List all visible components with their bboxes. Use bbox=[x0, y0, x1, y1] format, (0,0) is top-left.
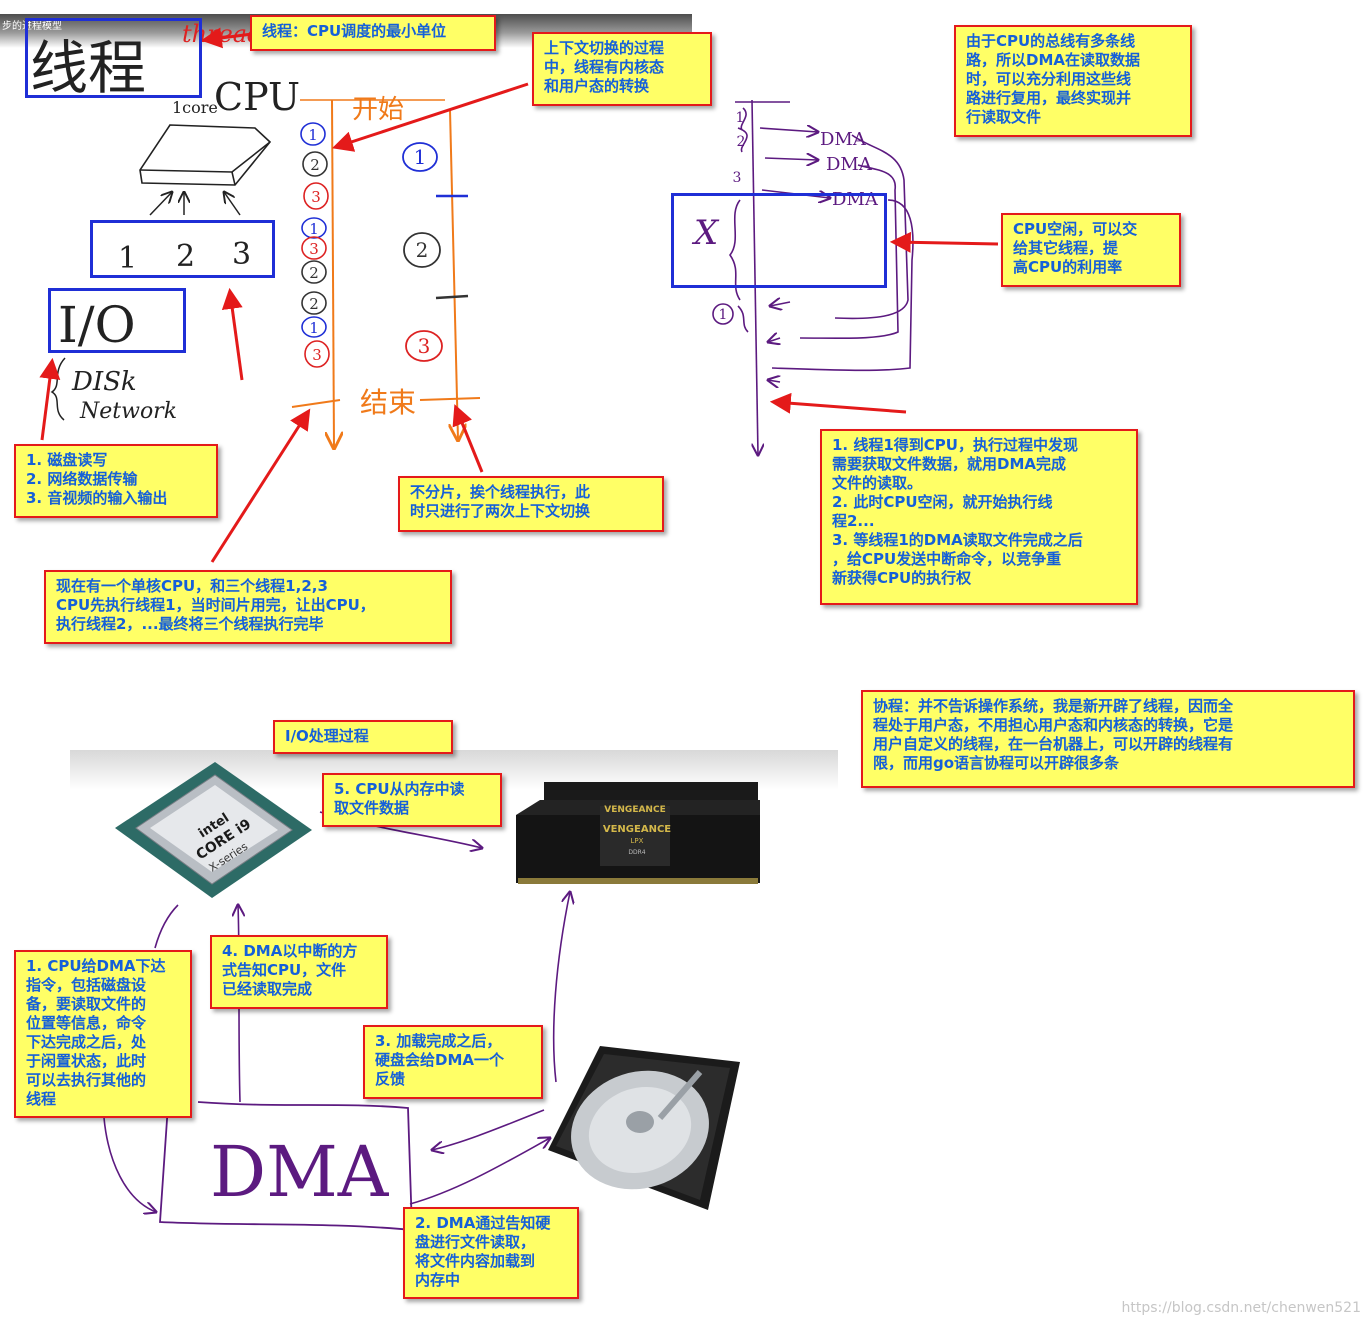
cpu-chip-image: intel CORE i9 X-series bbox=[115, 762, 312, 898]
io-brace bbox=[50, 357, 66, 421]
highlight-io bbox=[48, 288, 186, 353]
note-bus-dma: 由于CPU的总线有多条线 路，所以DMA在读取数据 时，可以充分利用这些线 路进… bbox=[954, 25, 1192, 137]
note-step5: 5. CPU从内存中读 取文件数据 bbox=[322, 773, 502, 827]
hard-disk-image bbox=[548, 1046, 740, 1210]
timeline-unsliced bbox=[450, 109, 458, 440]
slice-1b: 1 bbox=[309, 220, 319, 238]
arrow-thread1-to-cpu bbox=[149, 192, 172, 216]
slice-marks: 1 2 3 1 3 2 2 1 3 bbox=[300, 122, 330, 368]
hand-thread-2: 2 bbox=[176, 239, 195, 274]
hand-network: Network bbox=[79, 399, 177, 424]
hand-dma-1: DMA bbox=[820, 129, 867, 150]
hand-x: X bbox=[691, 213, 720, 253]
slice-1a: 1 bbox=[308, 126, 318, 144]
highlight-thread-word bbox=[25, 18, 202, 98]
end-line bbox=[291, 397, 481, 408]
note-step2: 2. DMA通过告知硬 盘进行文件读取， 将文件内容加载到 内存中 bbox=[403, 1207, 579, 1299]
hand-dma-thread-3: 3 bbox=[733, 170, 742, 186]
note-thread-definition: 线程：CPU调度的最小单位 bbox=[250, 15, 496, 51]
red-arrows bbox=[39, 27, 999, 563]
ram-model: LPX bbox=[631, 837, 644, 845]
note-cpu-idle: CPU空闲，可以交 给其它线程，提 高CPU的利用率 bbox=[1001, 213, 1181, 287]
ram-type: DDR4 bbox=[628, 849, 645, 856]
unsliced-3: 3 bbox=[418, 334, 431, 358]
hand-end: 结束 bbox=[360, 386, 416, 419]
ram-stick-image: VENGEANCE VENGEANCE LPX DDR4 bbox=[516, 782, 760, 884]
flow-arrows bbox=[103, 811, 570, 1212]
note-io-title: I/O处理过程 bbox=[273, 720, 453, 754]
note-dma-flow: 1. 线程1得到CPU，执行过程中发现 需要获取文件数据，就用DMA完成 文件的… bbox=[820, 429, 1138, 605]
slice-2a: 2 bbox=[310, 156, 320, 174]
watermark: https://blog.csdn.net/chenwen521 bbox=[1121, 1300, 1361, 1316]
note-single-core: 现在有一个单核CPU，和三个线程1,2,3 CPU先执行线程1，当时间片用完，让… bbox=[44, 570, 452, 644]
slice-3b: 3 bbox=[309, 240, 319, 258]
hand-thread-word: 线程 bbox=[30, 34, 146, 102]
hand-dma-thread-1: 1 bbox=[736, 110, 745, 126]
hand-dma-thread-2: 2 bbox=[737, 134, 746, 150]
note-step4: 4. DMA以中断的方 式告知CPU，文件 已经读取完成 bbox=[210, 935, 388, 1009]
slice-2c: 2 bbox=[309, 295, 319, 313]
hand-io: I/O bbox=[58, 296, 136, 354]
note-coroutine: 协程：并不告诉操作系统，我是新开辟了线程，因而全 程处于用户态，不用担心用户态和… bbox=[861, 690, 1355, 788]
unsliced-marks: 1 2 3 bbox=[402, 142, 469, 362]
note-context-switch: 上下文切换的过程 中，线程有内核态 和用户态的转换 bbox=[532, 32, 712, 106]
video-title: 步的进程模型 bbox=[2, 21, 62, 32]
hand-dma-thread-1-return: 1 bbox=[719, 307, 728, 323]
ram-brand: VENGEANCE bbox=[603, 824, 671, 835]
hand-thread-1: 1 bbox=[118, 241, 137, 276]
note-step3: 3. 加载完成之后， 硬盘会给DMA一个 反馈 bbox=[363, 1025, 543, 1099]
hand-disk: DISk bbox=[71, 367, 137, 397]
note-step1: 1. CPU给DMA下达 指令，包括磁盘设 备，要读取文件的 位置等信息，命令 … bbox=[14, 950, 192, 1118]
slice-3c: 3 bbox=[312, 346, 322, 364]
hand-cpu: CPU bbox=[214, 75, 300, 119]
note-no-slicing: 不分片，挨个线程执行，此 时只进行了两次上下文切换 bbox=[398, 476, 664, 532]
hand-dma-big: DMA bbox=[210, 1131, 390, 1213]
slice-1c: 1 bbox=[309, 319, 319, 337]
ram-brand-back: VENGEANCE bbox=[604, 805, 665, 815]
arrow-thread3-to-cpu bbox=[224, 192, 241, 216]
slice-3a: 3 bbox=[311, 188, 321, 206]
highlight-cpu-idle bbox=[671, 193, 887, 288]
slice-2b: 2 bbox=[309, 264, 319, 282]
unsliced-2: 2 bbox=[416, 238, 429, 262]
highlight-threads bbox=[90, 220, 275, 278]
hand-one-core: 1core bbox=[172, 98, 218, 117]
note-io-types: 1. 磁盘读写 2. 网络数据传输 3. 音视频的输入输出 bbox=[14, 444, 218, 518]
cpu-sketch bbox=[139, 124, 272, 186]
unsliced-1: 1 bbox=[414, 145, 427, 169]
hand-thread-3: 3 bbox=[232, 237, 251, 272]
hand-dma-2: DMA bbox=[826, 154, 873, 175]
timeline-sliced bbox=[332, 99, 334, 448]
